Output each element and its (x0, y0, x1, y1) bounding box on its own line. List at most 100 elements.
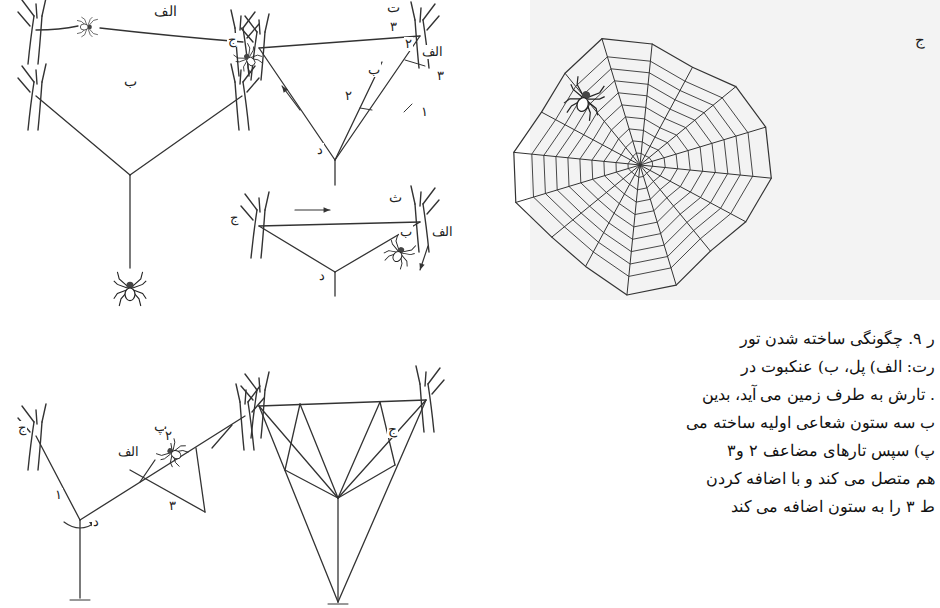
web-spiral (628, 153, 653, 177)
web-spiral (532, 57, 753, 277)
caption-line: . تارش به طرف زمین می آید، بدین (702, 386, 935, 405)
spider-abdomen (170, 449, 182, 461)
spider-leg (133, 281, 147, 288)
tree-branch (28, 422, 42, 470)
spider-abdomen (575, 96, 590, 113)
silk-thread (259, 400, 426, 406)
silk-thread (79, 520, 80, 598)
silk-thread (338, 400, 426, 498)
panel-label: ۲ (344, 89, 353, 103)
web-radial (565, 73, 640, 165)
tree-branch (251, 32, 265, 80)
ground-mark (328, 604, 348, 605)
silk-thread (334, 272, 335, 296)
panel-label: الف (117, 445, 140, 459)
spider-leg (117, 272, 127, 286)
silk-thread (334, 160, 335, 185)
web-radial (514, 152, 640, 165)
panel-label: د (318, 269, 326, 283)
web-radial (640, 165, 710, 251)
silk-thread (285, 404, 300, 470)
web-spiral (580, 105, 703, 227)
silk-thread (335, 36, 420, 160)
caption-line: رت: الف) پل، ب) عنکبوت در (741, 358, 935, 377)
spider (77, 17, 98, 37)
panel-label: ت (386, 0, 401, 15)
panel-label: ۱ (54, 488, 63, 502)
silk-thread (285, 470, 338, 498)
web-radial (640, 165, 676, 285)
web-spiral (616, 141, 665, 190)
panel-label: ب (367, 63, 381, 77)
spider-abdomen (391, 250, 403, 263)
panel-label: ب (399, 225, 413, 239)
silk-thread (129, 175, 130, 268)
tree-branch (28, 16, 42, 64)
spider-leg (89, 29, 98, 35)
silk-thread (80, 416, 245, 520)
panel-label: د (316, 143, 324, 157)
panel-label: د (92, 515, 100, 529)
tree-branch (241, 14, 269, 42)
spider-leg (88, 17, 92, 25)
web-spiral (592, 117, 690, 215)
spider-leg (156, 447, 170, 459)
silk-thread (337, 498, 338, 602)
silk-thread (259, 36, 420, 48)
silk-thread (259, 406, 338, 602)
web-spiral (604, 129, 678, 202)
panel-label: ۲ (404, 37, 413, 51)
panel-label: الف (431, 225, 454, 239)
tree-branch (235, 82, 249, 130)
tree-branch (241, 372, 269, 400)
tree-branch (28, 82, 42, 130)
panel-label: ۳ (168, 499, 177, 513)
tree-branch (231, 64, 259, 92)
spider-leg (234, 50, 246, 63)
silk-thread (140, 460, 155, 482)
silk-thread (259, 226, 335, 272)
silk-thread (338, 465, 395, 498)
web-photo-ground (530, 0, 940, 300)
web-frame (514, 39, 772, 295)
spider-leg (588, 92, 605, 105)
caption-line: ب سه ستون شعاعی اولیه ساخته می (686, 414, 935, 433)
spider-abdomen (125, 288, 135, 301)
silk-thread (259, 48, 335, 160)
silk-thread (212, 425, 232, 448)
spider (381, 234, 419, 272)
spider-leg (242, 43, 254, 56)
panel-label: ۳ (389, 20, 398, 34)
panel-label: ۳ (436, 69, 445, 83)
caption-line: ط ۳ را به ستون اضافه می کند (731, 498, 936, 517)
panel-label: الف (421, 45, 444, 59)
web-radial (640, 127, 766, 165)
silk-thread (196, 448, 205, 512)
tree-branch (251, 210, 265, 258)
direction-arrow (420, 246, 428, 270)
arrow-head (419, 263, 424, 270)
spider-leg (88, 29, 92, 37)
spider (155, 435, 191, 470)
tree-branch (18, 0, 46, 26)
spider-abdomen (80, 24, 88, 30)
panel-label: ج (227, 33, 237, 47)
panel-label: ث (388, 190, 403, 205)
panel-label: ج (17, 421, 27, 435)
spider (114, 272, 146, 306)
panel-label: ۱ (420, 105, 429, 119)
silk-thread (36, 96, 130, 175)
silk-thread (338, 400, 426, 602)
ground-mark (70, 600, 90, 601)
spider-leg (114, 281, 128, 288)
silk-thread (300, 404, 338, 498)
caption-line: پ) سپس تارهای مضاعف ۲ و۳ (727, 442, 935, 461)
silk-thread (36, 436, 80, 520)
tree-branch (411, 186, 439, 214)
silk-thread (259, 222, 420, 226)
panel-label: ۲ (164, 429, 173, 443)
tree-branch (241, 192, 269, 220)
silk-thread (335, 62, 382, 160)
silk-thread (335, 222, 420, 272)
